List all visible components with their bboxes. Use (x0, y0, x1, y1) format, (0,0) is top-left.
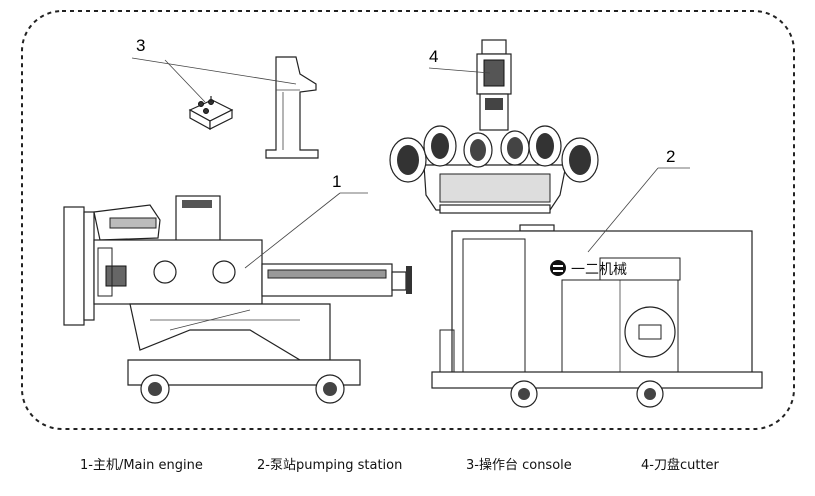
caption-console: 3-操作台 console (466, 458, 572, 473)
leader-line-3b (164, 59, 206, 103)
callout-2: 2 (666, 147, 675, 166)
pumping-station-drawing: 一二机械 2 (431, 147, 763, 408)
main-engine-drawing: 1 (63, 172, 412, 404)
leader-line-4 (428, 67, 491, 74)
dashed-frame (21, 10, 795, 430)
brand-text: 一二机械 (571, 262, 627, 278)
brand-logo-icon (550, 260, 566, 276)
leader-line-2 (587, 167, 659, 253)
cutter-drawing: 4 (389, 39, 599, 214)
caption-main-engine: 1-主机/Main engine (80, 458, 203, 473)
caption-pumping-station: 2-泵站pumping station (257, 458, 403, 473)
console-drawing: 3 (131, 36, 319, 159)
control-box-icon (188, 96, 234, 131)
leader-line-1 (244, 192, 341, 269)
callout-4: 4 (429, 47, 438, 66)
callout-3: 3 (136, 36, 145, 55)
callout-1: 1 (332, 172, 341, 191)
console-stand (265, 56, 319, 159)
caption-cutter: 4-刀盘cutter (641, 458, 719, 473)
leader-line-3a (131, 57, 297, 85)
